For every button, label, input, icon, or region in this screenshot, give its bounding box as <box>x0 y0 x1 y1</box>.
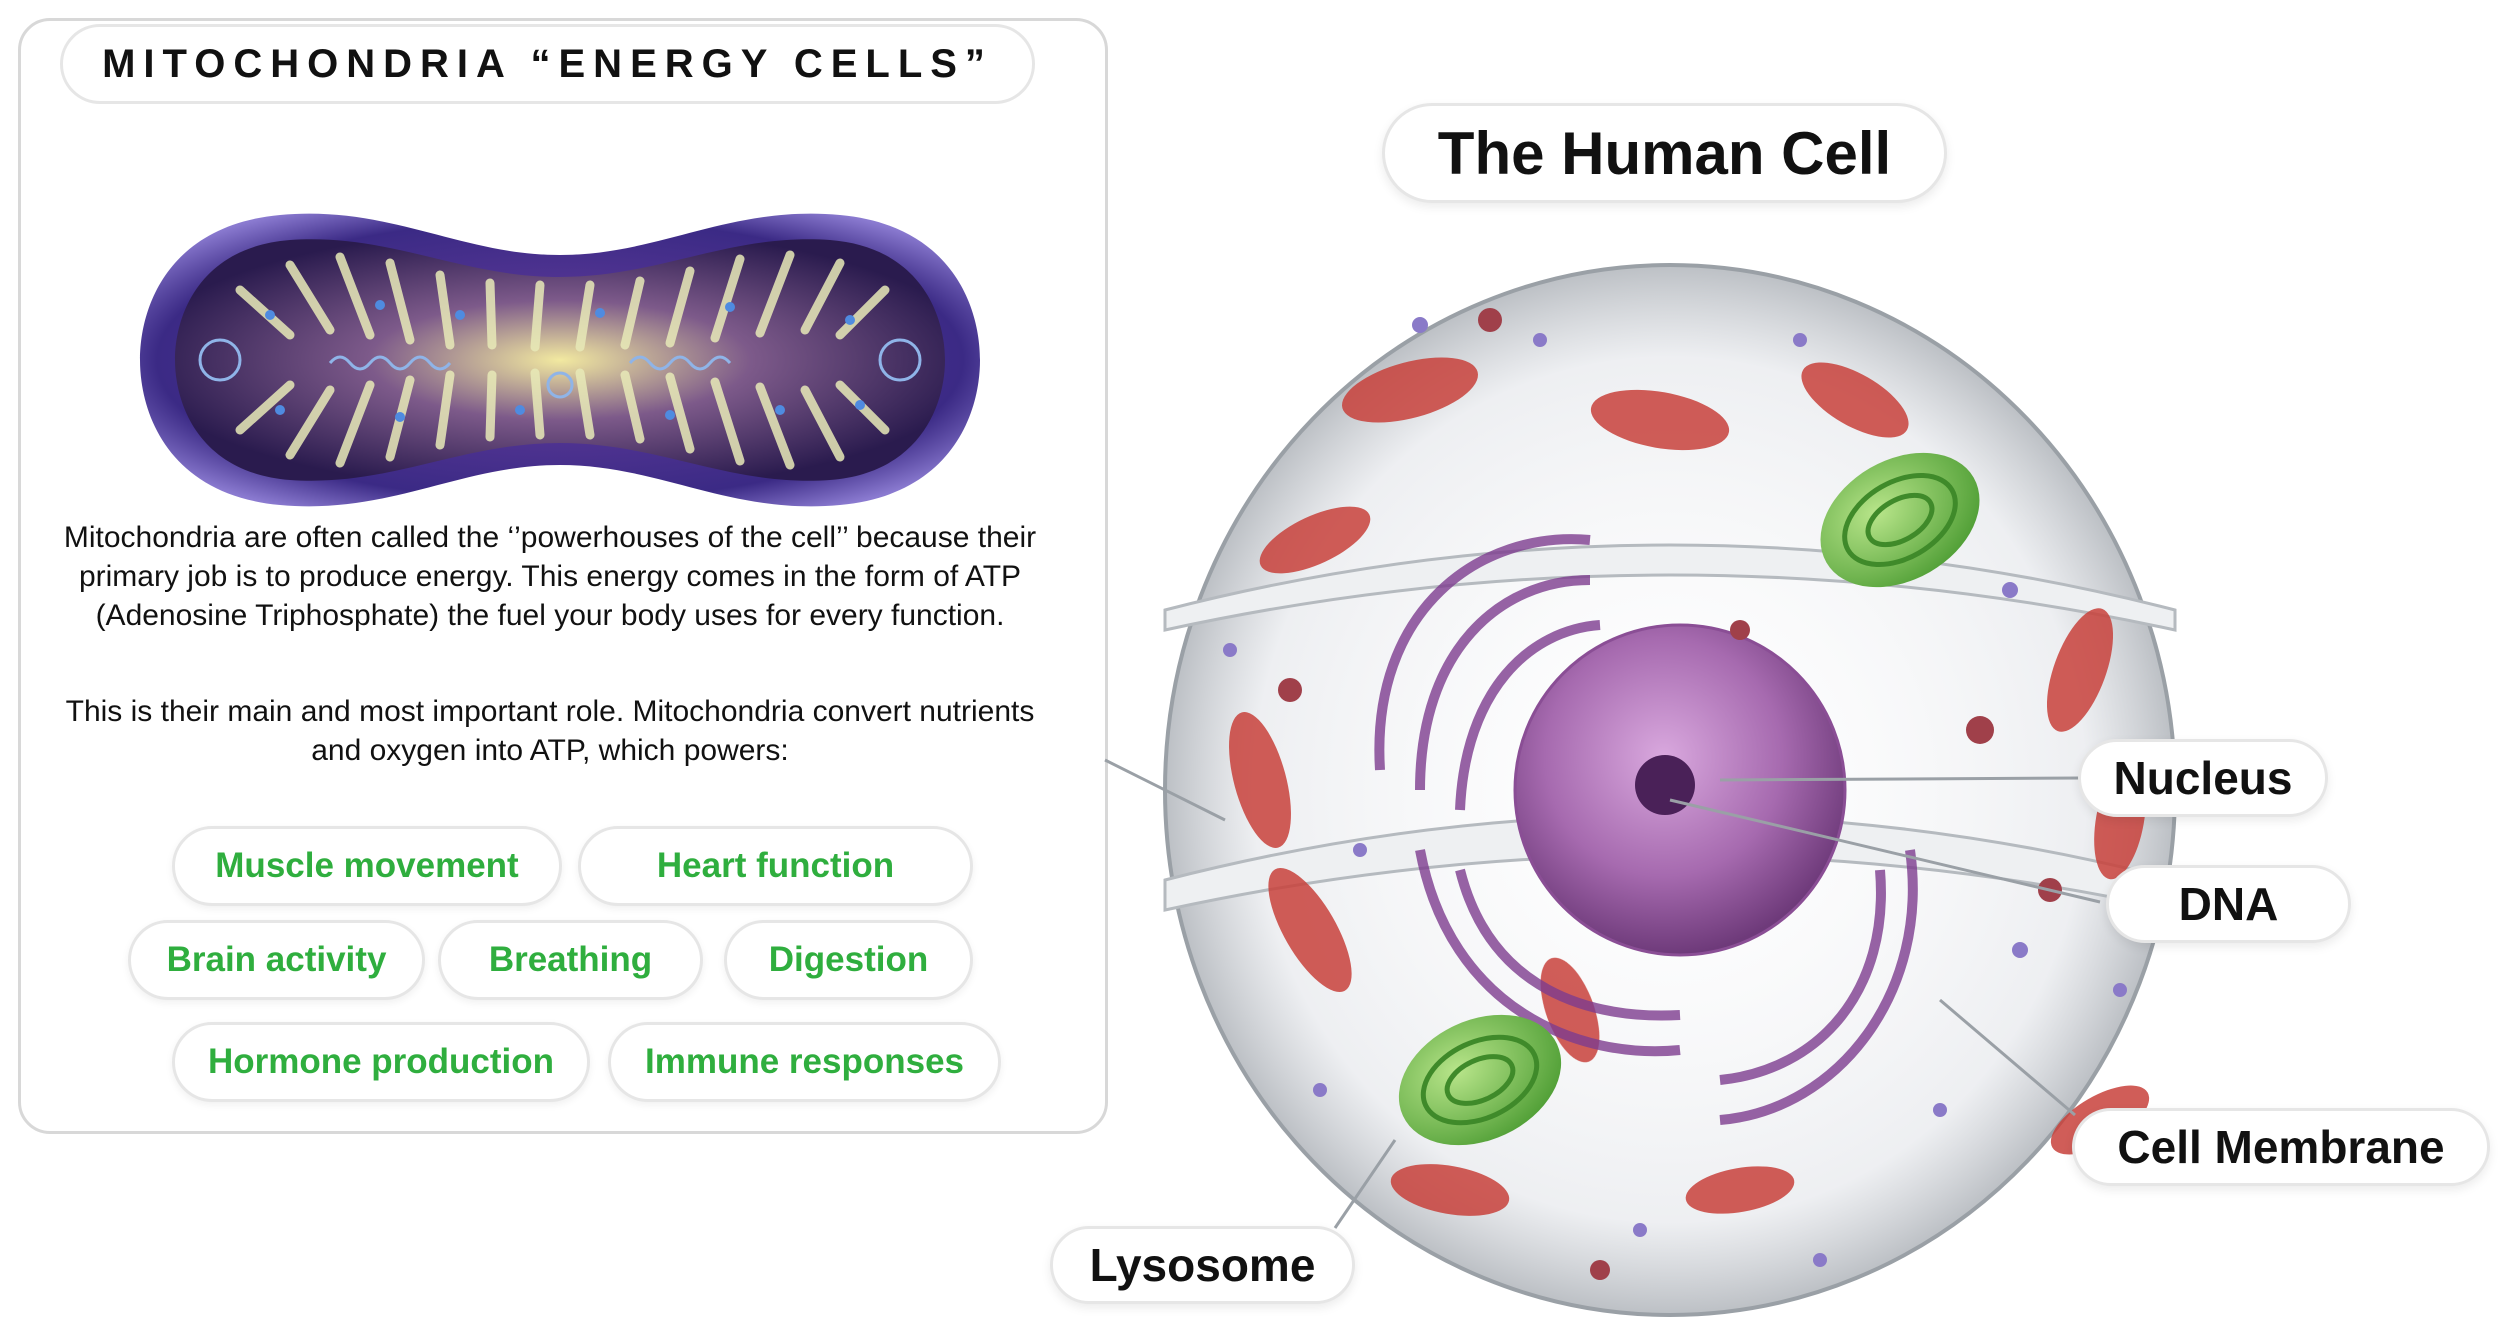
function-pill: Breathing <box>438 920 703 1000</box>
lysosome-label: Lysosome <box>1050 1226 1355 1304</box>
function-pill: Digestion <box>724 920 973 1000</box>
cell-membrane-label: Cell Membrane <box>2072 1108 2490 1186</box>
function-pill: Brain activity <box>128 920 425 1000</box>
mitochondria-role: This is their main and most important ro… <box>65 695 1035 767</box>
function-pill: Muscle movement <box>172 826 562 906</box>
mitochondria-title: MITOCHONDRIA “ENERGY CELLS” <box>60 24 1035 104</box>
mitochondria-description: Mitochondria are often called the ‘’powe… <box>63 521 1037 632</box>
nucleus-label: Nucleus <box>2078 739 2328 817</box>
function-pill: Heart function <box>578 826 973 906</box>
function-pill: Hormone production <box>172 1022 590 1102</box>
dna-label: DNA <box>2106 865 2351 943</box>
cell-title: The Human Cell <box>1382 103 1947 203</box>
mitochondria-illustration <box>140 213 980 507</box>
function-pill: Immune responses <box>608 1022 1001 1102</box>
human-cell-illustration <box>1163 263 2177 1317</box>
